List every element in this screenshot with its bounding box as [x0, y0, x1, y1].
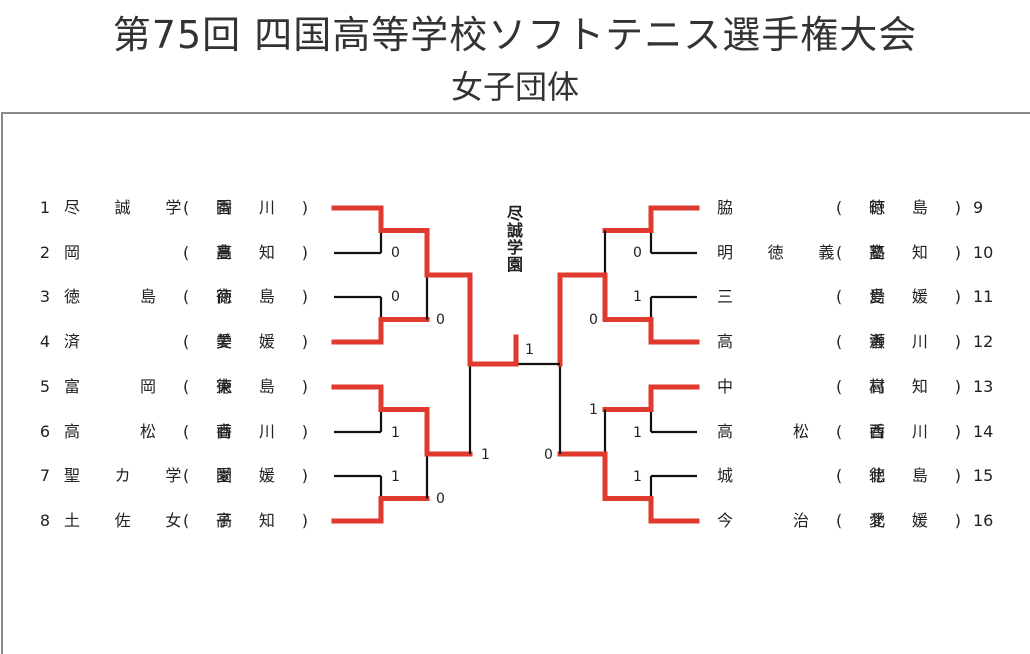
- team-name: 今治北: [717, 511, 885, 530]
- team-seed: 8: [39, 511, 50, 530]
- team-seed: 16: [973, 511, 994, 530]
- team-name: 岡豊: [64, 243, 232, 262]
- score-label: 1: [633, 469, 642, 485]
- team-seed: 1: [39, 198, 50, 217]
- team-row-right: 明徳義塾(高知) 10: [700, 242, 1020, 264]
- score-label: 1: [633, 289, 642, 305]
- team-name: 高松西: [717, 422, 885, 441]
- team-name: 聖カ学園: [64, 466, 232, 485]
- team-row-left: 7 聖カ学園(愛媛): [0, 465, 320, 487]
- team-name: 明徳義塾: [717, 243, 885, 262]
- score-label: 0: [391, 289, 400, 305]
- score-label: 0: [544, 447, 553, 463]
- team-seed: 13: [973, 377, 994, 396]
- team-row-right: 今治北(愛媛) 16: [700, 510, 1020, 532]
- team-name: 脇町: [717, 198, 885, 217]
- team-name: 済美: [64, 332, 232, 351]
- team-row-left: 3 徳島商(徳島): [0, 286, 320, 308]
- team-seed: 15: [973, 466, 994, 485]
- team-prefecture: (徳島): [183, 287, 308, 306]
- team-row-right: 中村(高知) 13: [700, 376, 1020, 398]
- team-row-right: 三島(愛媛) 11: [700, 286, 1020, 308]
- team-seed: 2: [39, 243, 50, 262]
- score-label: 0: [633, 245, 642, 261]
- score-label: 1: [481, 447, 490, 463]
- team-row-left: 8 土佐女子(高知): [0, 510, 320, 532]
- score-label: 0: [391, 245, 400, 261]
- team-name: 尽誠学園: [64, 198, 232, 217]
- team-row-right: 脇町(徳島) 9: [700, 197, 1020, 219]
- tournament-bracket: 0 0 1 1 0 0 1 0 1 1 1 0 1 0 1: [331, 205, 700, 524]
- team-prefecture: (愛媛): [183, 332, 308, 351]
- team-prefecture: (香川): [183, 198, 308, 217]
- team-prefecture: (徳島): [836, 466, 961, 485]
- team-seed: 14: [973, 422, 994, 441]
- team-prefecture: (愛媛): [836, 511, 961, 530]
- team-name: 高瀬: [717, 332, 885, 351]
- team-seed: 9: [973, 198, 984, 217]
- team-prefecture: (高知): [836, 243, 961, 262]
- team-seed: 7: [39, 466, 50, 485]
- score-label: 0: [436, 491, 445, 507]
- team-row-left: 2 岡豊(高知): [0, 242, 320, 264]
- team-seed: 12: [973, 332, 994, 351]
- team-seed: 4: [39, 332, 50, 351]
- team-prefecture: (高知): [836, 377, 961, 396]
- team-row-left: 1 尽誠学園(香川): [0, 197, 320, 219]
- score-label: 1: [391, 469, 400, 485]
- score-label: 1: [525, 342, 534, 358]
- team-seed: 5: [39, 377, 50, 396]
- team-prefecture: (愛媛): [836, 287, 961, 306]
- team-name: 富岡東: [64, 377, 232, 396]
- team-row-right: 高瀬(香川) 12: [700, 331, 1020, 353]
- team-row-left: 4 済美(愛媛): [0, 331, 320, 353]
- bracket-panel: [1, 112, 1030, 654]
- team-prefecture: (徳島): [183, 377, 308, 396]
- team-prefecture: (香川): [836, 422, 961, 441]
- score-label: 1: [589, 402, 598, 418]
- page-subtitle: 女子団体: [450, 68, 579, 106]
- score-label: 1: [633, 425, 642, 441]
- team-name: 中村: [717, 377, 885, 396]
- team-name: 高松商: [64, 422, 232, 441]
- team-prefecture: (香川): [183, 422, 308, 441]
- team-prefecture: (高知): [183, 511, 308, 530]
- team-row-right: 高松西(香川) 14: [700, 421, 1020, 443]
- team-name: 城北: [717, 466, 885, 485]
- team-seed: 10: [973, 243, 994, 262]
- team-row-left: 6 高松商(香川): [0, 421, 320, 443]
- team-seed: 11: [973, 287, 994, 306]
- team-name: 徳島商: [64, 287, 232, 306]
- team-prefecture: (徳島): [836, 198, 961, 217]
- team-name: 三島: [717, 287, 885, 306]
- team-row-right: 城北(徳島) 15: [700, 465, 1020, 487]
- score-label: 0: [589, 312, 598, 328]
- team-prefecture: (愛媛): [183, 466, 308, 485]
- champion-label: 尽誠学園: [506, 204, 523, 274]
- score-label: 0: [436, 312, 445, 328]
- score-label: 1: [391, 425, 400, 441]
- team-prefecture: (香川): [836, 332, 961, 351]
- team-row-left: 5 富岡東(徳島): [0, 376, 320, 398]
- team-seed: 6: [39, 422, 50, 441]
- team-name: 土佐女子: [64, 511, 232, 530]
- page-title: 第75回 四国高等学校ソフトテニス選手権大会: [112, 13, 918, 57]
- team-seed: 3: [39, 287, 50, 306]
- team-prefecture: (高知): [183, 243, 308, 262]
